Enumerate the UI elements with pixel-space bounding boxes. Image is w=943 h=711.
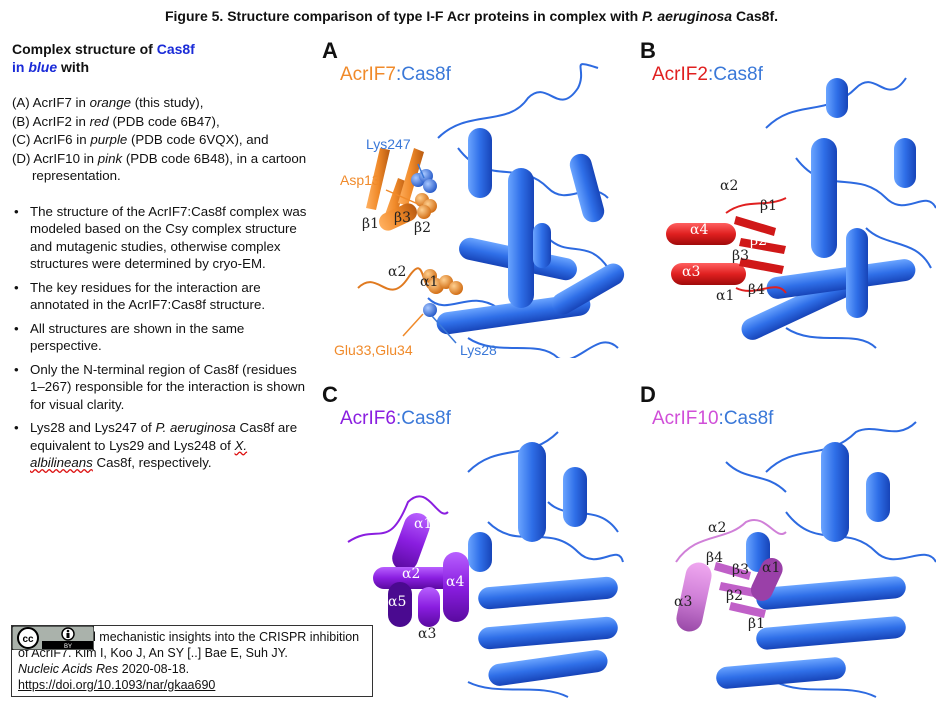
title-suffix: Cas8f. [732, 8, 779, 24]
note-item: Only the N-terminal region of Cas8f (res… [12, 361, 312, 414]
label-lys247: Lys247 [366, 136, 411, 152]
panel-letter: C [322, 382, 338, 407]
cc-by-license-icon: cc BY [12, 626, 94, 650]
panel-title: AcrIF6:Cas8f [340, 408, 451, 429]
panel-letter: B [640, 38, 656, 63]
label-alpha4: α4 [446, 574, 465, 590]
label-beta3: β3 [732, 562, 750, 578]
panel-letter: D [640, 382, 656, 407]
helix [569, 153, 605, 223]
legend-heading: Complex structure of Cas8f in blue with [12, 40, 312, 76]
legend-item-d: (D) AcrIF10 in pink (PDB code 6B48), in … [12, 150, 307, 184]
label-asp13: Asp13 [340, 172, 380, 188]
helix [533, 223, 551, 268]
label-beta1: β1 [748, 616, 766, 632]
panel-a: A AcrIF7:Cas8f [318, 38, 628, 358]
label-beta3: β3 [732, 248, 750, 264]
citation-box: Structural and mechanistic insights into… [11, 625, 373, 697]
label-beta2: β2 [726, 588, 744, 604]
svg-text:BY: BY [64, 644, 72, 650]
structure-b [666, 77, 936, 349]
heading-in: in [12, 59, 29, 75]
panel-title: AcrIF7:Cas8f [340, 64, 451, 85]
note-item: All structures are shown in the same per… [12, 320, 312, 355]
note-item: The key residues for the interaction are… [12, 279, 312, 314]
legend-item-b: (B) AcrIF2 in red (PDB code 6B47), [12, 113, 220, 129]
svg-text:cc: cc [22, 634, 34, 645]
asp13-spheres [415, 193, 437, 219]
doi-link[interactable]: https://doi.org/10.1093/nar/gkaa690 [18, 678, 216, 692]
glu-spheres [423, 269, 463, 295]
label-alpha2: α2 [708, 520, 727, 536]
helix [508, 168, 534, 308]
note-item: Lys28 and Lys247 of P. aeruginosa Cas8f … [12, 419, 312, 472]
label-alpha1: α1 [420, 274, 439, 290]
label-alpha5: α5 [388, 594, 407, 610]
label-alpha2: α2 [388, 264, 407, 280]
label-beta4: β4 [706, 550, 724, 566]
panel-title: AcrIF2:Cas8f [652, 64, 763, 85]
label-beta1: β1 [362, 216, 380, 232]
label-beta4: β4 [748, 282, 766, 298]
heading-with: with [57, 59, 90, 75]
heading-text: Complex structure of [12, 41, 157, 57]
label-alpha3: α3 [682, 264, 701, 280]
panel-letter: A [322, 38, 338, 63]
panel-title: AcrIF10:Cas8f [652, 408, 774, 429]
structure-c [347, 431, 624, 698]
lys247-spheres [411, 169, 437, 193]
acr-helix [666, 223, 736, 245]
label-glu33-glu34: Glu33,Glu34 [334, 342, 413, 358]
panel-c: C AcrIF6:Cas8f α1 α2 α4 α5 α3 [318, 382, 628, 702]
legend-item-a: (A) AcrIF7 in orange (this study), [12, 95, 204, 110]
label-beta2: β2 [750, 233, 768, 249]
notes-list: The structure of the AcrIF7:Cas8f comple… [12, 203, 312, 472]
label-alpha1: α1 [716, 288, 735, 304]
label-beta2: β2 [414, 220, 432, 236]
panel-b: B AcrIF2:Cas8f α2 β1 α4 β2 β3 α3 α1 β4 [636, 38, 943, 358]
label-alpha2: α2 [720, 178, 739, 194]
title-species: P. aeruginosa [642, 8, 733, 24]
title-prefix: Figure 5. Structure comparison of type I… [164, 8, 643, 24]
label-beta1: β1 [760, 198, 778, 214]
note-item: The structure of the AcrIF7:Cas8f comple… [12, 203, 312, 273]
helix [551, 263, 625, 315]
citation-date: 2020-08-18. [118, 662, 190, 676]
label-alpha3: α3 [418, 626, 437, 642]
label-alpha2: α2 [402, 566, 421, 582]
label-alpha1: α1 [762, 560, 781, 576]
label-alpha1: α1 [414, 516, 433, 532]
citation-journal: Nucleic Acids Res [18, 662, 119, 676]
legend-column: Complex structure of Cas8f in blue with … [12, 40, 312, 485]
label-lys28: Lys28 [460, 342, 497, 358]
label-alpha3: α3 [674, 594, 693, 610]
label-beta3: β3 [394, 210, 412, 226]
legend-item-c: (C) AcrIF6 in purple (PDB code 6VQX), an… [12, 132, 269, 147]
panel-legend-list: (A) AcrIF7 in orange (this study), (B) A… [12, 94, 312, 185]
helix [468, 128, 492, 198]
structure-a [357, 63, 625, 358]
heading-blue: blue [28, 59, 58, 75]
heading-cas8f: Cas8f [156, 41, 195, 57]
acr-helix [671, 263, 746, 285]
structure-d [675, 421, 936, 698]
figure-title: Figure 5. Structure comparison of type I… [0, 8, 943, 24]
panel-d: D AcrIF10:Cas8f α2 β4 β3 α1 α3 β2 β1 [636, 382, 943, 702]
label-alpha4: α4 [690, 222, 709, 238]
